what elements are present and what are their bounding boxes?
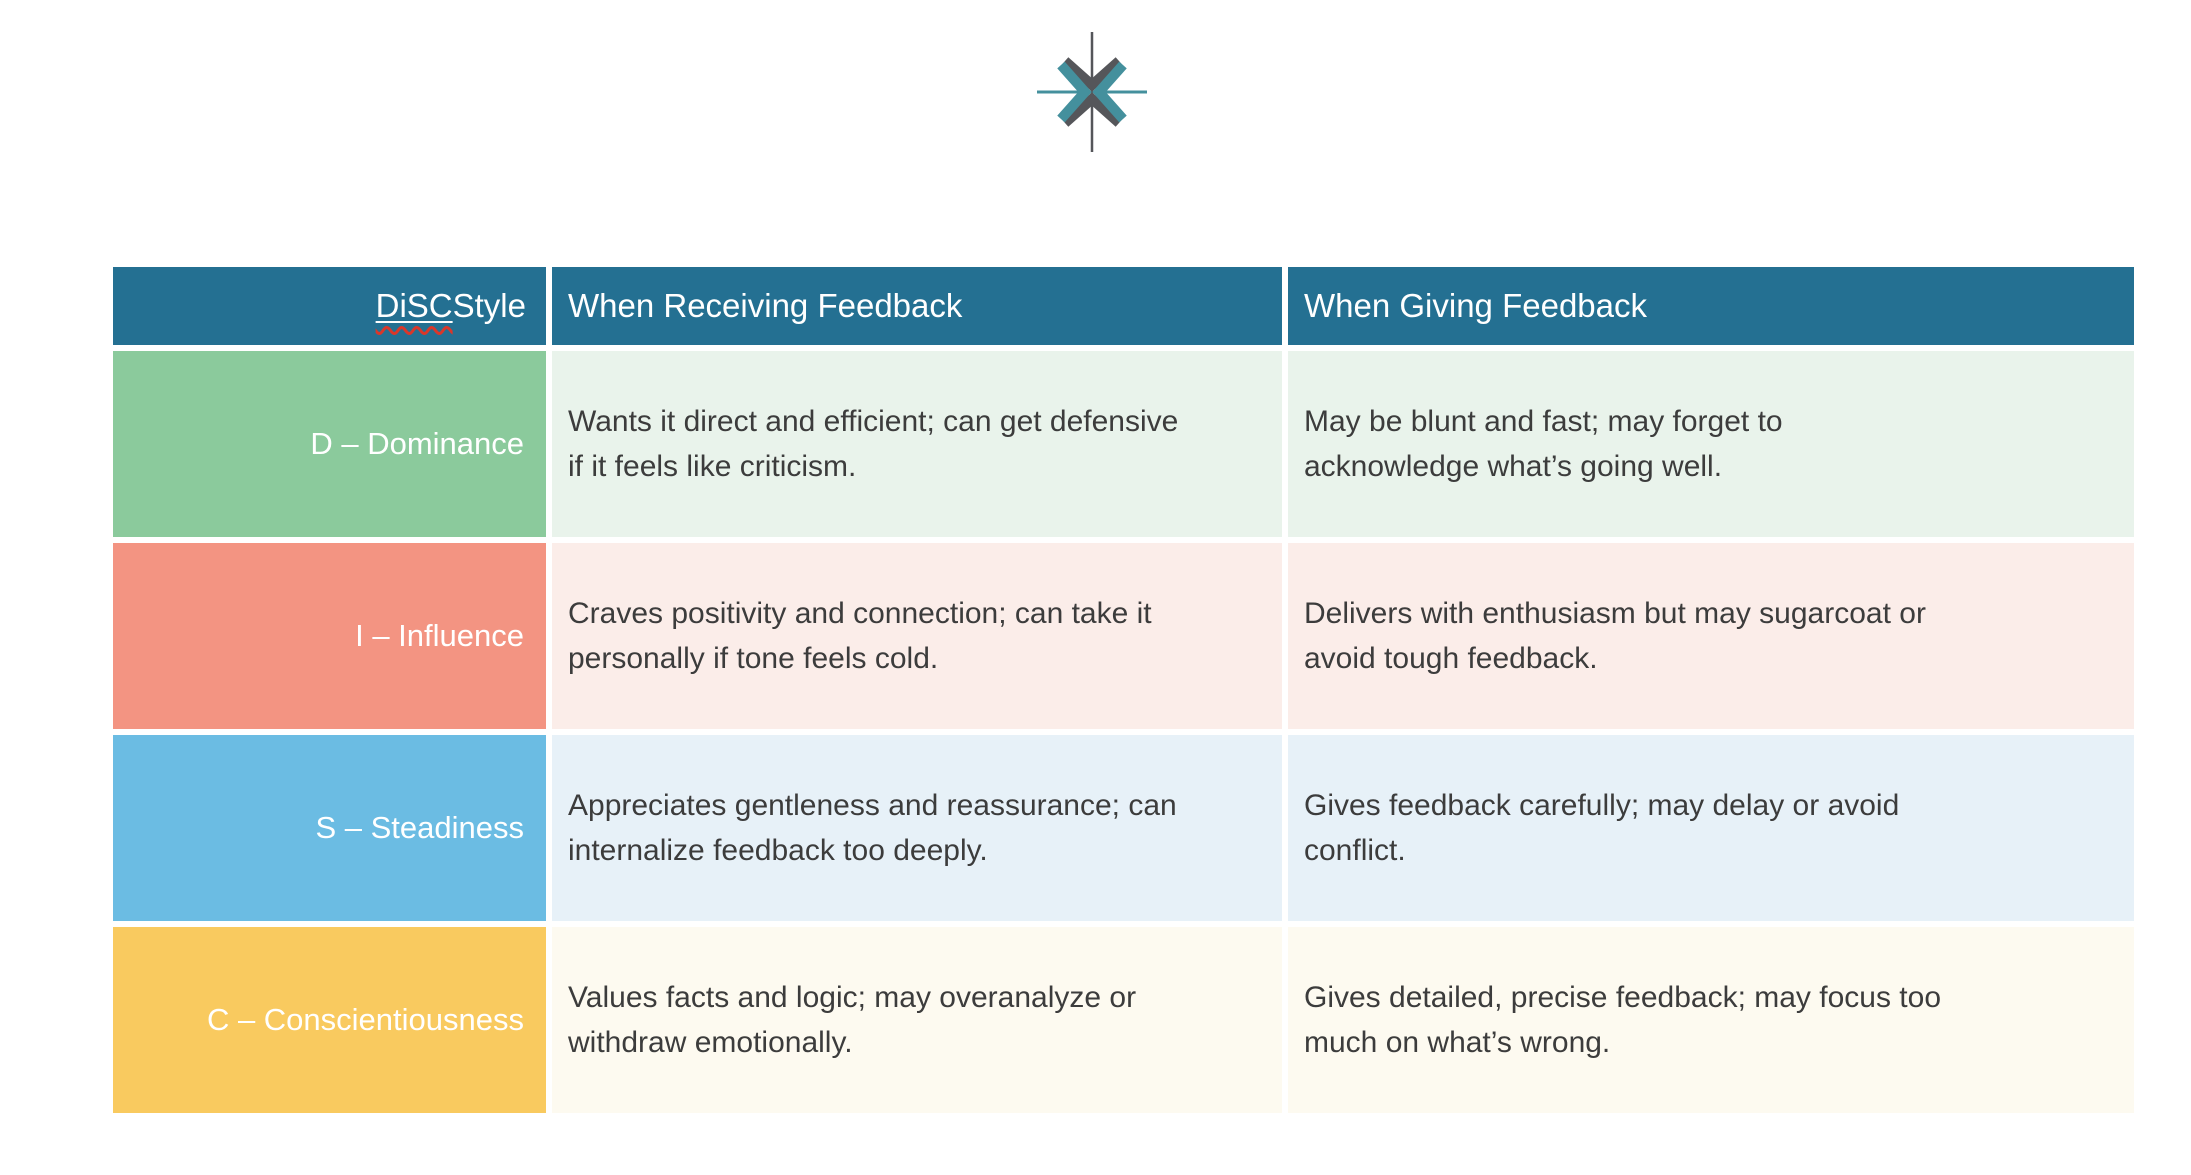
converging-arrows-logo — [1032, 28, 1152, 156]
row-influence-giving: Delivers with enthusiasm but may sugarco… — [1288, 543, 2134, 729]
misspelled-word-squiggle: DiSC — [376, 287, 453, 325]
header-disc-word: DiSC — [375, 287, 453, 324]
row-conscientiousness-giving: Gives detailed, precise feedback; may fo… — [1288, 927, 2134, 1113]
header-disc-style: DiSC Style — [113, 267, 546, 345]
converging-arrows-icon — [1037, 32, 1147, 152]
row-influence-label: I – Influence — [113, 543, 546, 729]
row-steadiness-label: S – Steadiness — [113, 735, 546, 921]
row-dominance-receiving: Wants it direct and efficient; can get d… — [552, 351, 1282, 537]
row-conscientiousness-receiving: Values facts and logic; may overanalyze … — [552, 927, 1282, 1113]
header-style-suffix: Style — [452, 287, 526, 324]
row-dominance-giving: May be blunt and fast; may forget to ack… — [1288, 351, 2134, 537]
row-steadiness-receiving: Appreciates gentleness and reassurance; … — [552, 735, 1282, 921]
row-conscientiousness-label: C – Conscientiousness — [113, 927, 546, 1113]
row-steadiness-giving: Gives feedback carefully; may delay or a… — [1288, 735, 2134, 921]
row-dominance-label: D – Dominance — [113, 351, 546, 537]
row-influence-receiving: Craves positivity and connection; can ta… — [552, 543, 1282, 729]
disc-feedback-table: DiSC Style When Receiving Feedback When … — [113, 267, 2134, 1113]
header-when-receiving-feedback: When Receiving Feedback — [552, 267, 1282, 345]
header-when-giving-feedback: When Giving Feedback — [1288, 267, 2134, 345]
